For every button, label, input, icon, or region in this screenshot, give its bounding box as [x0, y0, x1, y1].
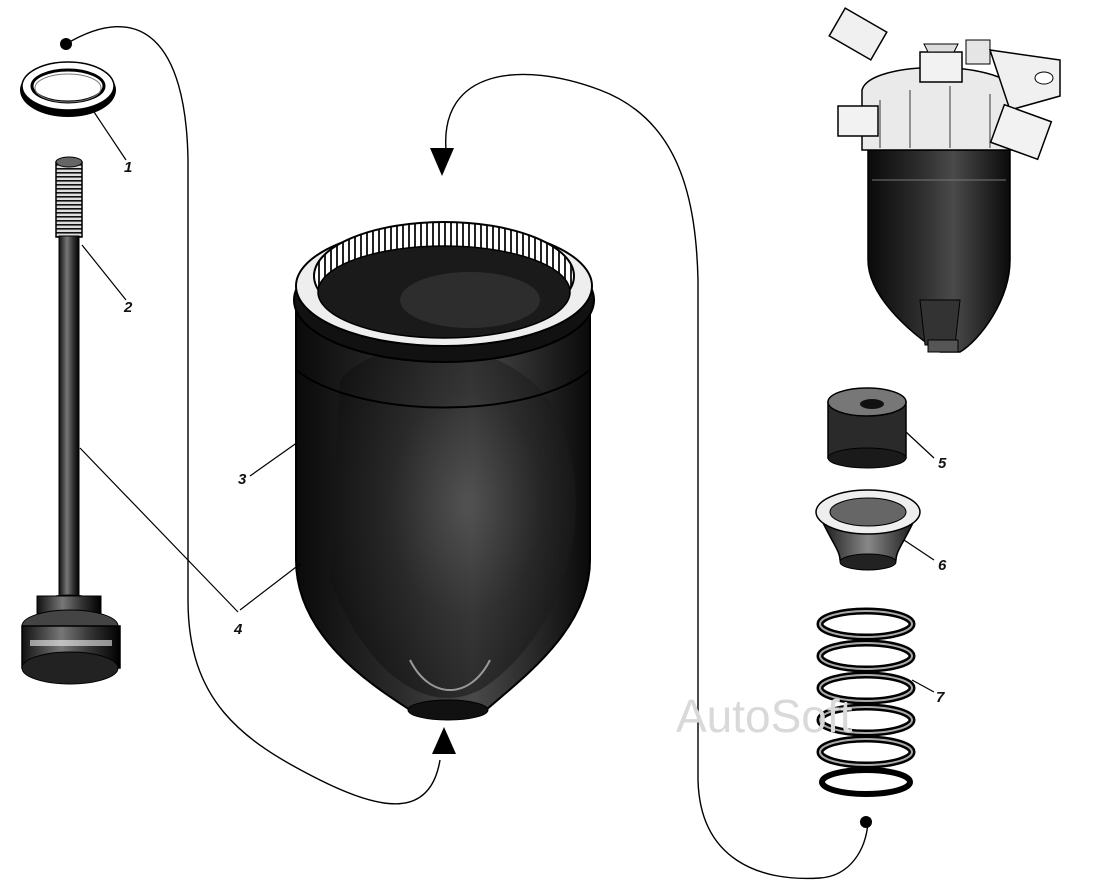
callout-5: 5 — [938, 455, 947, 472]
filter-bowl-part — [293, 221, 595, 721]
callout-6: 6 — [938, 557, 947, 574]
callout-2: 2 — [123, 299, 133, 316]
central-rod-part — [21, 156, 121, 685]
path-start-dot-left — [60, 38, 72, 50]
callout-1: 1 — [124, 159, 132, 176]
leader-lines — [79, 111, 935, 693]
callout-7: 7 — [936, 689, 945, 706]
assembled-filter-part — [828, 7, 1061, 353]
callout-3: 3 — [238, 471, 247, 488]
arrow-down-bowl-top — [430, 148, 454, 176]
cup-washer-part — [815, 489, 921, 571]
spring-part — [816, 607, 916, 797]
assembly-path-right — [445, 73, 869, 880]
path-end-dot-right — [860, 816, 872, 828]
arrow-up-bowl-bottom — [432, 727, 456, 754]
callout-4: 4 — [233, 621, 243, 638]
felt-sleeve-part — [827, 387, 907, 469]
watermark-text: AutoSoft — [676, 690, 853, 742]
assembly-path-left — [65, 26, 441, 805]
sealing-ring-part — [20, 61, 116, 117]
